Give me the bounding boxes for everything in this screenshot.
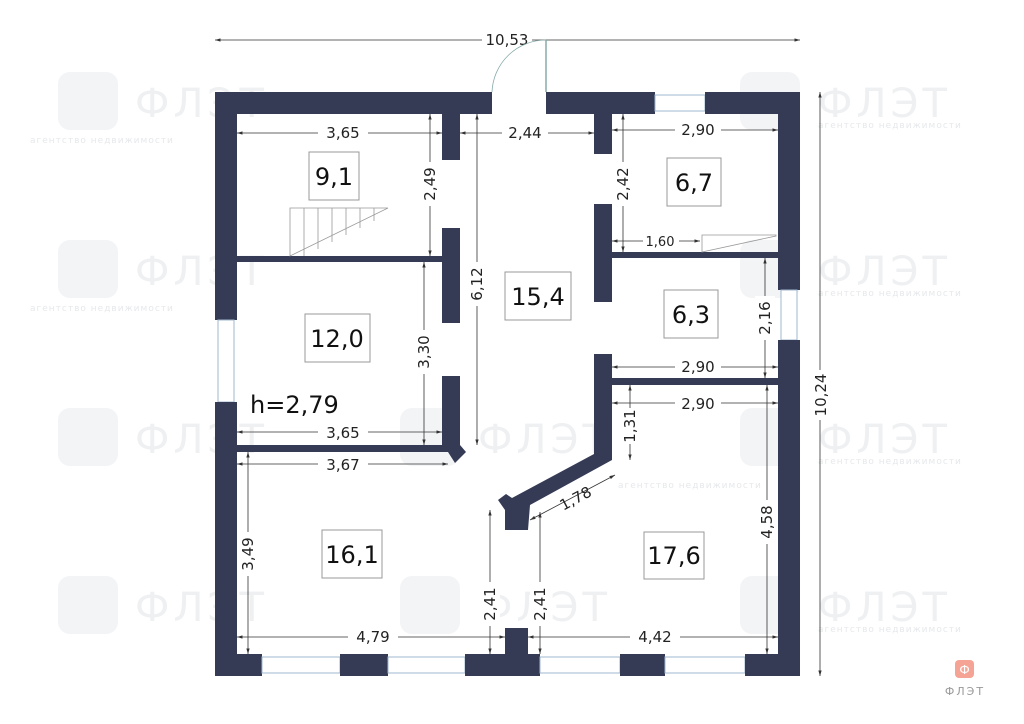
room-area-label: 17,6: [647, 542, 700, 570]
watermark-tagline: агентство недвижимости: [818, 121, 962, 131]
svg-text:ФЛЭТ: ФЛЭТ: [135, 585, 268, 631]
dim-label: 2,44: [508, 124, 541, 142]
corner-logo: Ф ФЛЭТ: [945, 660, 985, 698]
dim-label: 6,12: [468, 267, 486, 300]
watermark: ФЛЭТ: [400, 576, 607, 634]
watermark: ФЛЭТ: [58, 408, 268, 466]
dim-label: 2,42: [614, 167, 632, 200]
room-area-label: 16,1: [325, 541, 378, 569]
svg-text:ФЛЭТ: ФЛЭТ: [818, 249, 951, 295]
dim-label: 4,58: [758, 505, 776, 538]
watermark-tagline: агентство недвижимости: [618, 481, 762, 491]
dim-label: 1,31: [621, 409, 639, 442]
svg-text:ФЛЭТ: ФЛЭТ: [818, 585, 951, 631]
dim-label: 3,65: [326, 424, 359, 442]
entrance-door: [491, 39, 547, 93]
dim-label: 3,30: [415, 335, 433, 368]
watermark-tagline: агентство недвижимости: [30, 304, 174, 314]
dim-label: 2,49: [421, 167, 439, 200]
dim-label: 2,90: [681, 358, 714, 376]
overall-width-label: 10,53: [486, 31, 529, 49]
dim-label: 3,67: [326, 456, 359, 474]
svg-text:ФЛЭТ: ФЛЭТ: [135, 417, 268, 463]
dim-label: 3,65: [326, 124, 359, 142]
watermark-tagline: агентство недвижимости: [30, 136, 174, 146]
ceiling-height-label: h=2,79: [250, 391, 339, 419]
dim-label: 3,49: [239, 537, 257, 570]
room-areas: 9,1 15,4 6,7 6,3 12,0 16,1 17,6: [304, 151, 722, 580]
watermark-tagline: агентство недвижимости: [818, 625, 962, 635]
svg-text:Ф: Ф: [959, 663, 969, 677]
room-area-label: 6,7: [675, 169, 713, 197]
watermark: ФЛЭТ: [58, 576, 268, 634]
dim-label: 4,42: [638, 628, 671, 646]
watermarks: ФЛЭТ агентство недвижимости ФЛЭТ агентст…: [30, 72, 962, 635]
dim-label: 4,79: [356, 628, 389, 646]
room-area-label: 9,1: [315, 163, 353, 191]
dim-label: 1,78: [557, 483, 595, 515]
svg-text:ФЛЭТ: ФЛЭТ: [478, 417, 611, 463]
staircase: [289, 207, 389, 257]
room-area-label: 15,4: [511, 283, 564, 311]
svg-text:ФЛЭТ: ФЛЭТ: [135, 249, 268, 295]
dim-label: 2,41: [481, 587, 499, 620]
svg-text:ФЛЭТ: ФЛЭТ: [945, 685, 985, 698]
watermark: ФЛЭТ агентство недвижимости: [740, 408, 962, 467]
dim-label: 2,90: [681, 121, 714, 139]
room-area-label: 12,0: [310, 325, 363, 353]
watermark-tagline: агентство недвижимости: [818, 457, 962, 467]
svg-text:ФЛЭТ: ФЛЭТ: [818, 81, 951, 127]
dim-label: 2,16: [756, 301, 774, 334]
svg-text:ФЛЭТ: ФЛЭТ: [818, 417, 951, 463]
watermark: ФЛЭТ агентство недвижимости: [740, 240, 962, 299]
dim-label: 2,41: [531, 587, 549, 620]
room-area-label: 6,3: [672, 301, 710, 329]
watermark-tagline: агентство недвижимости: [818, 289, 962, 299]
walls: [215, 92, 800, 676]
dim-label: 1,60: [646, 235, 675, 250]
dim-label: 2,90: [681, 395, 714, 413]
watermark: ФЛЭТ агентство недвижимости: [740, 72, 962, 131]
watermark: ФЛЭТ агентство недвижимости: [740, 576, 962, 635]
step-marker: [701, 234, 777, 253]
overall-height-label: 10,24: [812, 374, 830, 417]
